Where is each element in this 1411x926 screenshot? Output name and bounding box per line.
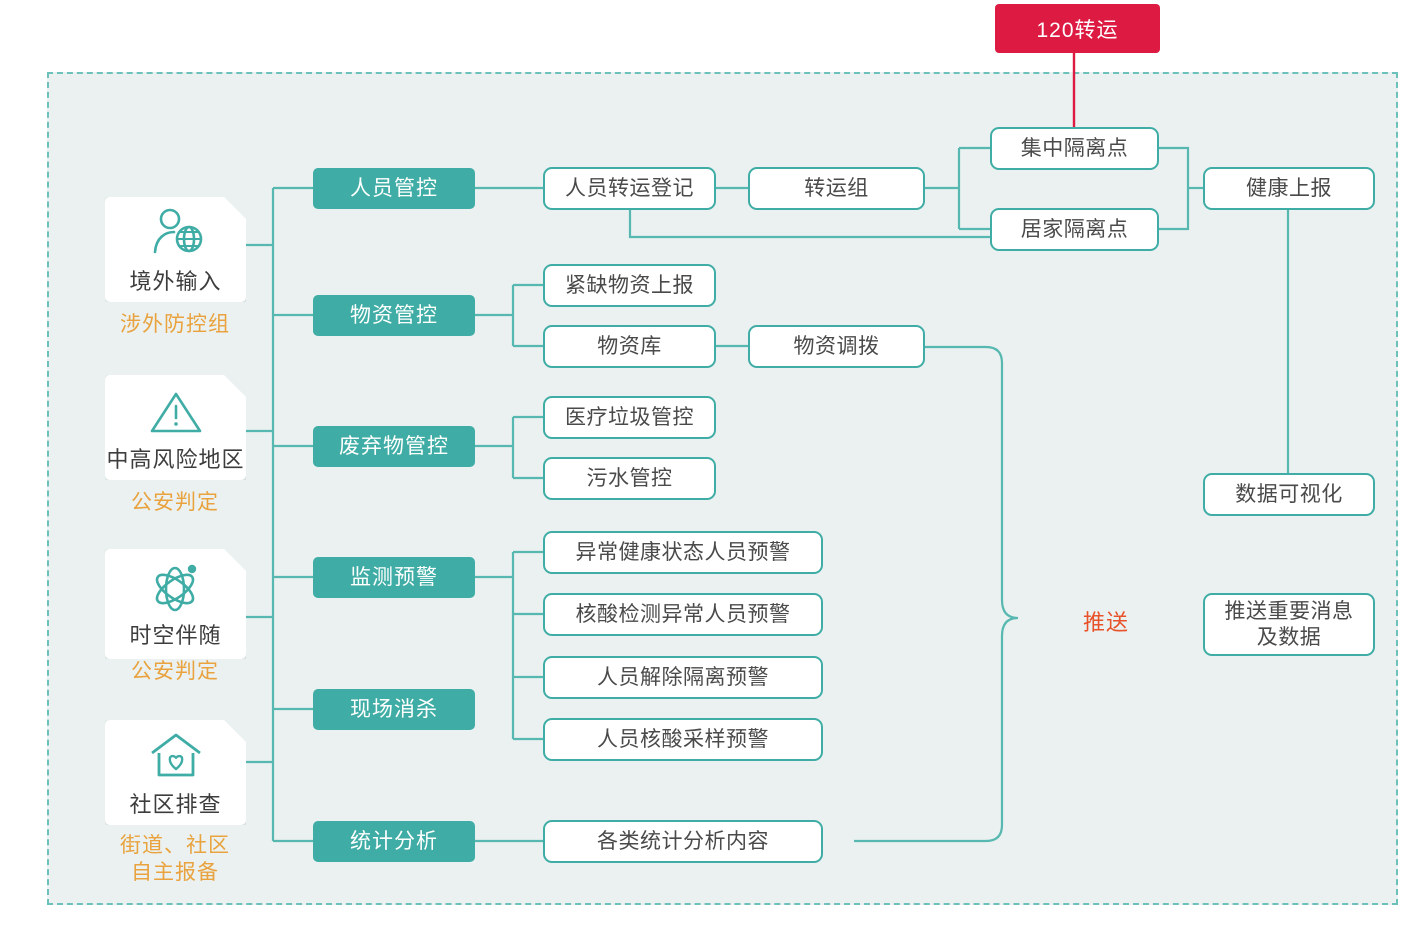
atom-icon <box>144 558 208 612</box>
category-statistical-analysis[interactable]: 统计分析 <box>313 821 475 862</box>
source-sublabel-line1: 街道、社区 <box>120 834 230 857</box>
source-card-label: 境外输入 <box>129 268 222 294</box>
leaf-push-line1: 推送重要消息 <box>1224 599 1354 623</box>
leaf-quarantine-release-alert[interactable]: 人员解除隔离预警 <box>543 656 823 699</box>
source-card-label: 社区排查 <box>129 791 222 817</box>
category-waste-control[interactable]: 废弃物管控 <box>313 426 475 467</box>
leaf-personnel-transfer-registration[interactable]: 人员转运登记 <box>543 167 716 210</box>
leaf-abnormal-health-status-alert[interactable]: 异常健康状态人员预警 <box>543 531 823 574</box>
leaf-transfer-group[interactable]: 转运组 <box>748 167 925 210</box>
category-monitoring-alert[interactable]: 监测预警 <box>313 557 475 598</box>
source-card-spacetime-companion[interactable]: 时空伴随 <box>105 549 246 659</box>
leaf-home-quarantine-site[interactable]: 居家隔离点 <box>990 208 1159 251</box>
category-onsite-disinfection[interactable]: 现场消杀 <box>313 689 475 730</box>
source-sublabel-community-screening: 街道、社区 自主报备 <box>75 833 275 887</box>
leaf-supplies-warehouse[interactable]: 物资库 <box>543 325 716 368</box>
source-card-community-screening[interactable]: 社区排查 <box>105 720 246 825</box>
person-globe-icon <box>144 204 208 258</box>
source-card-label: 中高风险地区 <box>106 446 245 472</box>
push-label: 推送 <box>1083 610 1130 635</box>
leaf-sewage-control[interactable]: 污水管控 <box>543 457 716 500</box>
source-sublabel-overseas-input: 涉外防控组 <box>120 313 230 336</box>
house-heart-icon <box>144 727 208 781</box>
source-card-overseas-input[interactable]: 境外输入 <box>105 197 246 302</box>
leaf-supplies-allocation[interactable]: 物资调拨 <box>748 325 925 368</box>
source-card-label: 时空伴随 <box>129 623 222 648</box>
node-120-transfer-label: 120转运 <box>1036 18 1119 42</box>
source-card-high-risk-area[interactable]: 中高风险地区 <box>105 375 246 480</box>
source-sublabel-high-risk-area: 公安判定 <box>131 491 219 514</box>
source-sublabel-line2: 自主报备 <box>131 860 219 884</box>
category-supplies-control[interactable]: 物资管控 <box>313 295 475 336</box>
leaf-urgent-supplies-report[interactable]: 紧缺物资上报 <box>543 264 716 307</box>
leaf-health-report[interactable]: 健康上报 <box>1203 167 1375 210</box>
leaf-medical-waste-control[interactable]: 医疗垃圾管控 <box>543 396 716 439</box>
node-120-transfer[interactable]: 120转运 <box>995 4 1160 53</box>
leaf-nat-sampling-alert[interactable]: 人员核酸采样预警 <box>543 718 823 761</box>
leaf-data-visualization[interactable]: 数据可视化 <box>1203 473 1375 516</box>
warning-triangle-icon <box>144 382 208 436</box>
leaf-central-quarantine-site[interactable]: 集中隔离点 <box>990 127 1159 170</box>
category-personnel-control[interactable]: 人员管控 <box>313 168 475 209</box>
leaf-abnormal-nat-result-alert[interactable]: 核酸检测异常人员预警 <box>543 593 823 636</box>
leaf-statistical-analysis-content[interactable]: 各类统计分析内容 <box>543 820 823 863</box>
source-sublabel-spacetime-companion: 公安判定 <box>131 660 219 683</box>
leaf-push-important-messages-data[interactable]: 推送重要消息 及数据 <box>1203 593 1375 656</box>
dashed-boundary <box>47 72 1398 905</box>
leaf-push-line2: 及数据 <box>1256 625 1322 649</box>
